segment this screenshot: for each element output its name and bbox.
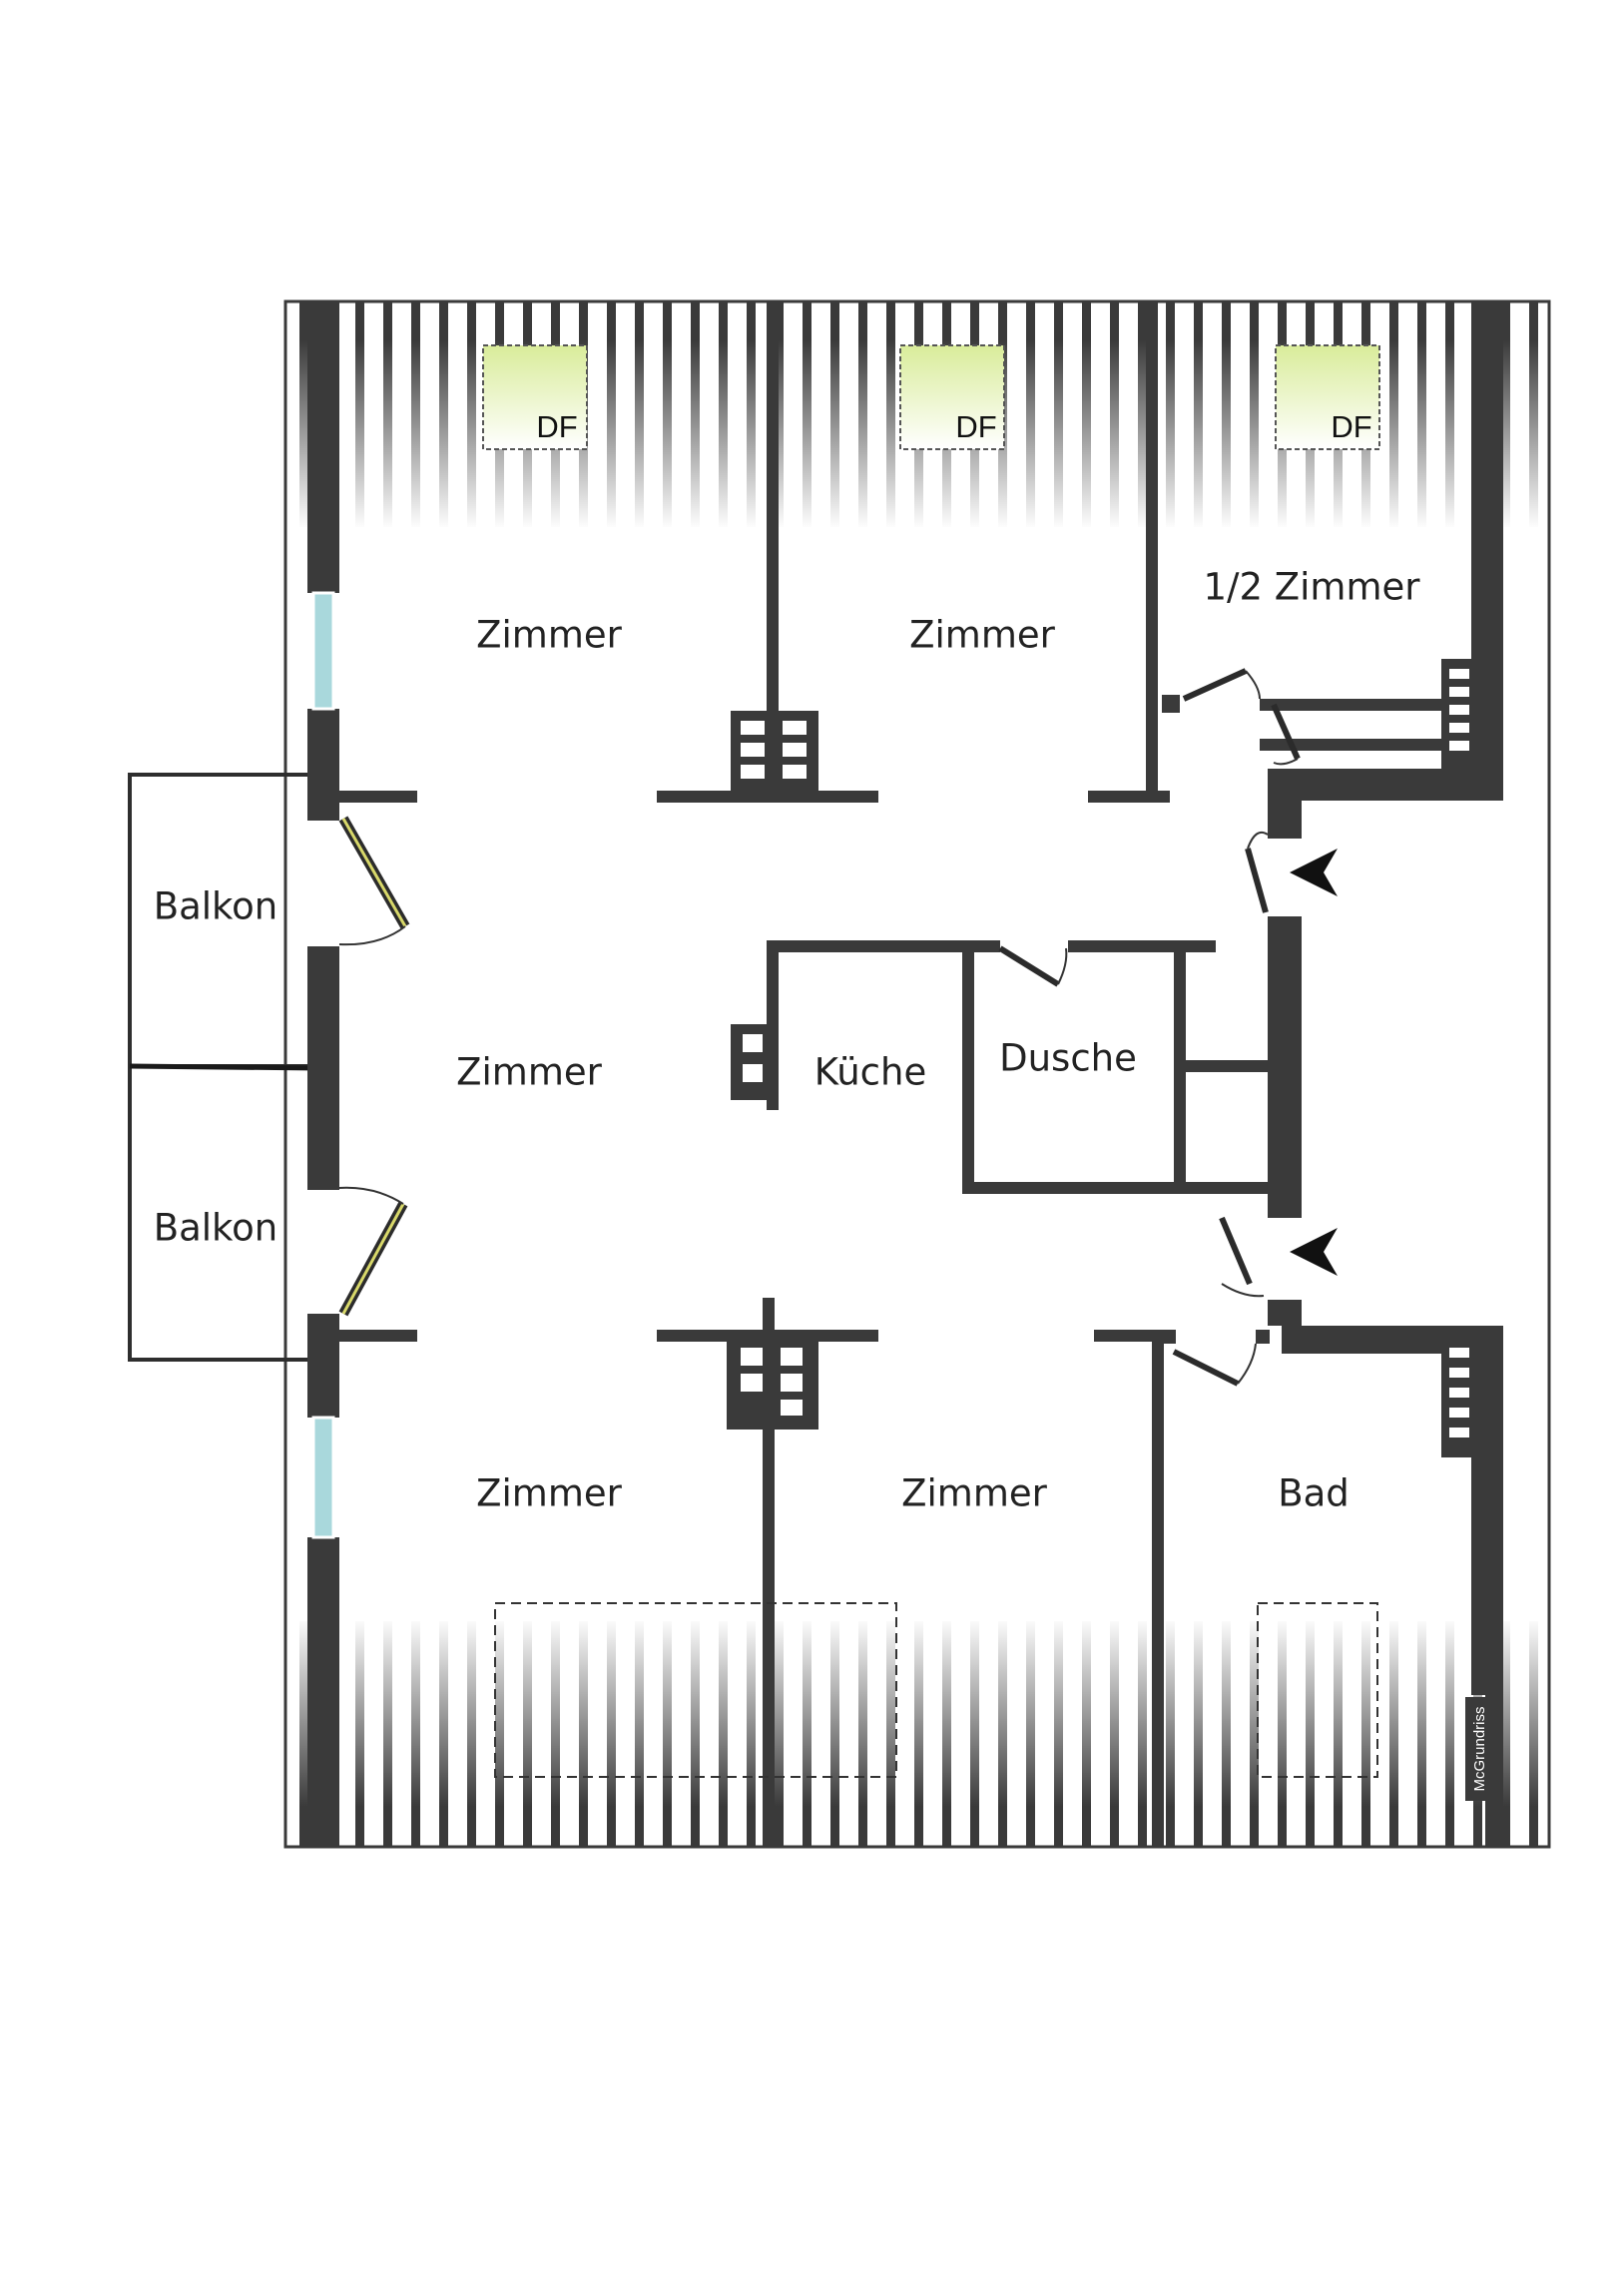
- window-left-upper: [311, 591, 335, 711]
- room-label-half-zimmer: 1/2 Zimmer: [1204, 566, 1421, 609]
- room-label-balkon-upper: Balkon: [154, 885, 278, 928]
- room-label-zimmer-top-middle: Zimmer: [909, 614, 1055, 657]
- entrance-arrow-lower: [1290, 1228, 1338, 1276]
- roof-window-dashed-bottom-left: [494, 1602, 897, 1778]
- room-label-bad: Bad: [1278, 1472, 1350, 1515]
- skylight-label: DF: [955, 409, 996, 444]
- roof-window-dashed-bottom-right: [1257, 1602, 1378, 1778]
- brand-tag: [1465, 1697, 1495, 1801]
- skylight-label: DF: [536, 409, 577, 444]
- balcony-outline-lower: [128, 1066, 309, 1362]
- walls: [307, 301, 1503, 1847]
- kitchen-vents: [743, 1034, 763, 1082]
- room-label-zimmer-center: Zimmer: [456, 1051, 602, 1094]
- roof-fade-bottom: [287, 1617, 1547, 1807]
- chimney-flues-bottom: [741, 1348, 803, 1416]
- brand-label: McGrundriss: [1471, 1706, 1488, 1791]
- room-label-dusche: Dusche: [999, 1037, 1137, 1080]
- room-label-zimmer-bottom-middle: Zimmer: [901, 1472, 1047, 1515]
- interior-doors: [998, 668, 1301, 1387]
- room-label-kueche: Küche: [814, 1051, 926, 1094]
- skylight-label: DF: [1331, 409, 1371, 444]
- balcony-divider: [129, 1063, 320, 1071]
- door-swing-arcs: [1057, 670, 1299, 1385]
- skylight-2: DF: [899, 344, 1005, 450]
- window-left-lower: [311, 1416, 335, 1539]
- entrance-arrow-upper: [1290, 849, 1338, 896]
- balcony-door-lower: [338, 1186, 408, 1317]
- room-label-zimmer-top-left: Zimmer: [476, 614, 622, 657]
- room-label-zimmer-bottom-left: Zimmer: [476, 1472, 622, 1515]
- skylight-1: DF: [482, 344, 588, 450]
- chimney-flues-top: [741, 721, 807, 779]
- balcony-door-upper: [338, 816, 410, 946]
- flue-stack-top-right: [1441, 659, 1477, 771]
- skylight-3: DF: [1275, 344, 1380, 450]
- flue-stack-bottom-right: [1441, 1338, 1477, 1457]
- room-label-balkon-lower: Balkon: [154, 1207, 278, 1250]
